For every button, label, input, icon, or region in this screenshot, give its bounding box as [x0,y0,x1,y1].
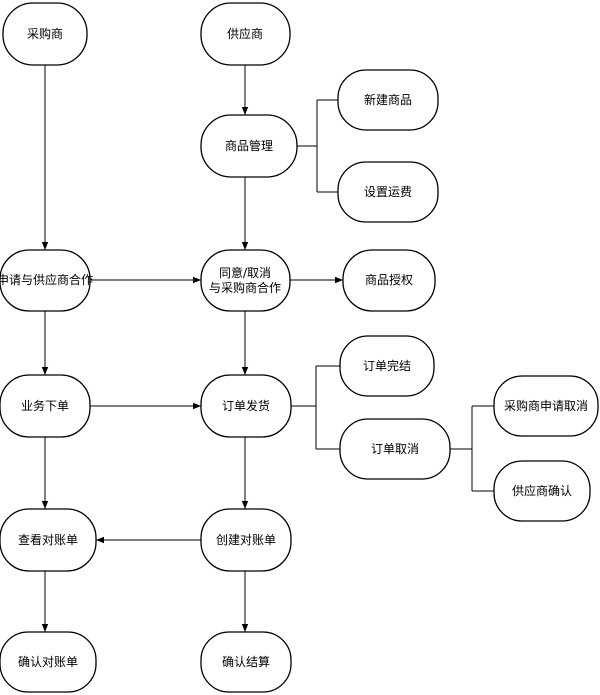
node-approve-cancel-label-line2: 与采购商合作 [209,280,281,295]
node-order-complete-label: 订单完结 [363,358,411,373]
node-apply-coop: 申请与供应商合作 [0,249,93,312]
node-product-auth: 商品授权 [342,249,436,312]
node-product-auth-label: 商品授权 [365,272,413,287]
bracket-ship-children [291,365,340,450]
node-buyer-label: 采购商 [27,26,63,41]
node-buyer: 采购商 [2,2,88,66]
node-order-cancel: 订单取消 [339,418,451,480]
node-set-shipping: 设置运费 [337,161,439,223]
node-supplier-confirm-label: 供应商确认 [512,483,572,498]
node-buyer-request-cancel-label: 采购商申请取消 [504,398,588,413]
node-new-product: 新建商品 [337,69,439,131]
node-order-complete: 订单完结 [339,335,435,397]
node-product-mgmt: 商品管理 [200,114,298,178]
node-confirm-statement-label: 确认对账单 [18,655,78,669]
bracket-cancel-children [450,405,494,492]
node-supplier: 供应商 [200,2,291,66]
node-new-product-label: 新建商品 [364,92,412,107]
node-confirm-settlement-label: 确认结算 [222,654,270,669]
node-approve-cancel: 同意/取消 与采购商合作 [200,249,291,312]
node-approve-cancel-label-line1: 同意/取消 [219,265,271,280]
node-confirm-statement: 确认对账单 [0,631,97,693]
edges [41,65,494,632]
bracket-product-mgmt-children [297,99,338,193]
node-view-statement: 查看对账单 [0,508,97,572]
node-set-shipping-label: 设置运费 [364,185,412,199]
node-order-ship: 订单发货 [200,374,292,438]
node-view-statement-label: 查看对账单 [18,533,78,547]
node-place-order-label: 业务下单 [21,398,69,413]
node-buyer-request-cancel: 采购商申请取消 [493,375,599,437]
node-order-ship-label: 订单发货 [222,398,270,413]
node-product-mgmt-label: 商品管理 [225,138,273,153]
node-apply-coop-label: 申请与供应商合作 [0,272,93,287]
node-confirm-settlement: 确认结算 [200,631,292,693]
node-create-statement: 创建对账单 [200,508,292,572]
node-order-cancel-label: 订单取消 [371,442,419,456]
node-place-order: 业务下单 [0,374,91,438]
node-supplier-confirm: 供应商确认 [493,460,591,522]
node-create-statement-label: 创建对账单 [216,533,276,547]
node-supplier-label: 供应商 [227,26,263,41]
